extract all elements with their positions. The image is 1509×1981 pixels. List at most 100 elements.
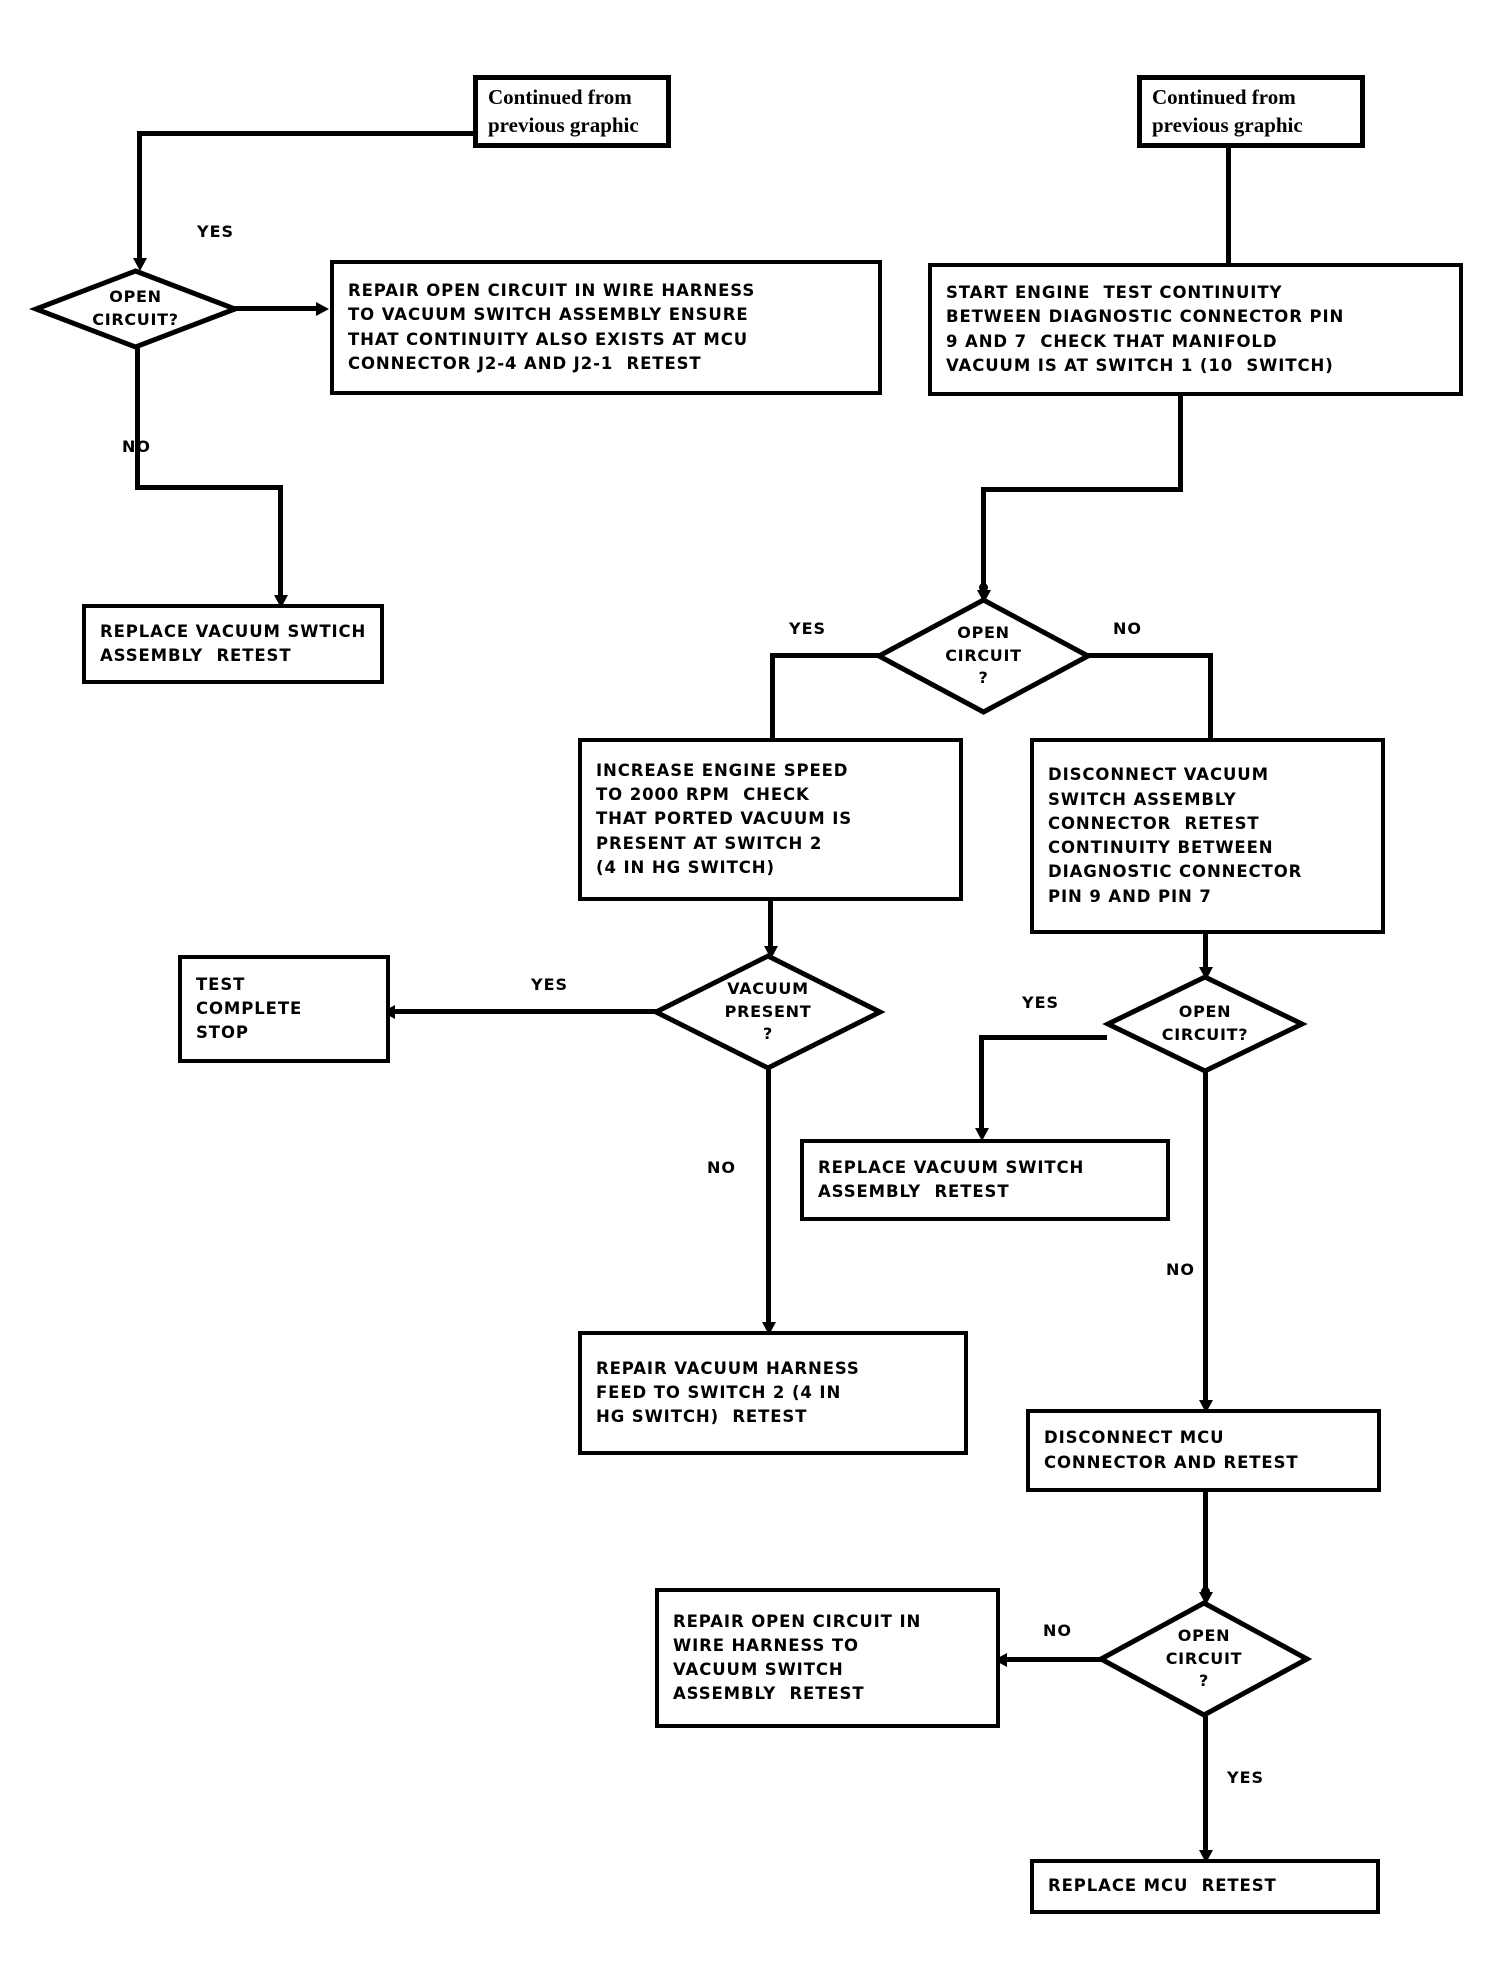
repair-open-vsa-line-3: VACUUM SWITCH xyxy=(673,1660,844,1679)
continued-right-line-2: previous graphic xyxy=(1152,112,1303,137)
disconnect-vsa-line-2: SWITCH ASSEMBLY xyxy=(1048,789,1237,809)
disconnect-vsa-line-4: CONTINUITY BETWEEN xyxy=(1048,838,1274,857)
replace-vsa-2-line-2: ASSEMBLY RETEST xyxy=(818,1182,1010,1201)
edge-start-v2 xyxy=(981,487,986,602)
repair-open-vsa-line-1: REPAIR OPEN CIRCUIT IN xyxy=(673,1611,922,1631)
label-yes-1: YES xyxy=(197,222,235,241)
disconnect-mcu-line-2: CONNECTOR AND RETEST xyxy=(1044,1452,1299,1472)
edge-d3-yes-arrow xyxy=(974,1128,989,1141)
edge-rpm-v xyxy=(768,901,773,953)
label-yes-4: YES xyxy=(1022,993,1060,1012)
label-yes-3: YES xyxy=(531,975,569,994)
continued-left-line-2: previous graphic xyxy=(488,112,639,137)
repair-open-vsa-line-2: WIRE HARNESS TO xyxy=(673,1635,859,1655)
edge-d2-yes-h xyxy=(770,653,882,658)
edge-contleft-arrow xyxy=(132,258,147,271)
process-disconnect-vsa: DISCONNECT VACUUM SWITCH ASSEMBLY CONNEC… xyxy=(1030,738,1385,934)
replace-vsa-1-line-2: ASSEMBLY RETEST xyxy=(100,646,292,665)
test-complete-line-2: COMPLETE xyxy=(196,998,303,1018)
edge-contright-v xyxy=(1226,148,1231,266)
label-no-2: NO xyxy=(1113,619,1142,638)
increase-rpm-line-4: PRESENT AT SWITCH 2 xyxy=(596,833,823,853)
repair-harness-line-4: CONNECTOR J2-4 AND J2-1 RETEST xyxy=(348,353,702,373)
test-complete-line-1: TEST xyxy=(196,974,246,994)
edge-d3-no-v xyxy=(1203,1072,1208,1406)
process-increase-rpm: INCREASE ENGINE SPEED TO 2000 RPM CHECK … xyxy=(578,738,963,901)
disconnect-vsa-line-6: PIN 9 AND PIN 7 xyxy=(1048,886,1212,906)
process-repair-open-vsa: REPAIR OPEN CIRCUIT IN WIRE HARNESS TO V… xyxy=(655,1588,1000,1728)
disconnect-vsa-line-3: CONNECTOR RETEST xyxy=(1048,813,1260,833)
label-no-4: NO xyxy=(1166,1260,1195,1279)
edge-contleft-v xyxy=(137,131,142,261)
disconnect-mcu-line-1: DISCONNECT MCU xyxy=(1044,1428,1225,1448)
edge-start-v1 xyxy=(1178,396,1183,492)
label-yes-2: YES xyxy=(789,619,827,638)
edge-contleft-h xyxy=(137,131,477,136)
start-engine-line-3: 9 AND 7 CHECK THAT MANIFOLD xyxy=(946,331,1278,351)
process-start-engine: START ENGINE TEST CONTINUITY BETWEEN DIA… xyxy=(928,263,1463,396)
process-replace-vsa-1: REPLACE VACUUM SWTICH ASSEMBLY RETEST xyxy=(82,604,384,684)
process-repair-harness: REPAIR OPEN CIRCUIT IN WIRE HARNESS TO V… xyxy=(330,260,882,395)
repair-vac-line-1: REPAIR VACUUM HARNESS xyxy=(596,1358,860,1378)
edge-d1-yes-arrow xyxy=(316,301,329,316)
process-disconnect-mcu: DISCONNECT MCU CONNECTOR AND RETEST xyxy=(1026,1409,1381,1492)
disconnect-vsa-line-5: DIAGNOSTIC CONNECTOR xyxy=(1048,862,1303,882)
junction-dot-d4 xyxy=(1201,1587,1210,1596)
edge-d2-no-h xyxy=(1086,653,1213,658)
increase-rpm-line-2: TO 2000 RPM CHECK xyxy=(596,785,810,805)
edge-vp-no-v xyxy=(766,1068,771,1329)
increase-rpm-line-3: THAT PORTED VACUUM IS xyxy=(596,809,853,829)
start-engine-line-1: START ENGINE TEST CONTINUITY xyxy=(946,283,1283,302)
edge-d1-no-v1 xyxy=(135,348,140,490)
replace-mcu-line-1: REPLACE MCU RETEST xyxy=(1048,1876,1277,1896)
edge-d3-yes-h xyxy=(979,1035,1107,1040)
edge-d1-yes-h xyxy=(233,306,318,311)
process-replace-mcu: REPLACE MCU RETEST xyxy=(1030,1859,1380,1914)
edge-d1-no-v2 xyxy=(278,485,283,602)
process-replace-vsa-2: REPLACE VACUUM SWITCH ASSEMBLY RETEST xyxy=(800,1139,1170,1221)
edge-d4-yes-v xyxy=(1203,1716,1208,1856)
continued-from-box-left: Continued from previous graphic xyxy=(473,75,671,148)
edge-d3-yes-v xyxy=(979,1035,984,1135)
continued-from-box-right: Continued from previous graphic xyxy=(1137,75,1365,148)
continued-right-line-1: Continued from xyxy=(1152,84,1296,109)
label-yes-5: YES xyxy=(1227,1768,1265,1787)
start-engine-line-2: BETWEEN DIAGNOSTIC CONNECTOR PIN xyxy=(946,307,1345,327)
continued-left-line-1: Continued from xyxy=(488,84,632,109)
repair-vac-line-3: HG SWITCH) RETEST xyxy=(596,1407,808,1427)
repair-harness-line-3: THAT CONTINUITY ALSO EXISTS AT MCU xyxy=(348,329,749,349)
repair-vac-line-2: FEED TO SWITCH 2 (4 IN xyxy=(596,1382,842,1402)
start-engine-line-4: VACUUM IS AT SWITCH 1 (10 SWITCH) xyxy=(946,355,1334,375)
edge-d2-yes-v xyxy=(770,653,775,748)
increase-rpm-line-5: (4 IN HG SWITCH) xyxy=(596,857,775,877)
edge-start-h xyxy=(981,487,1183,492)
test-complete-line-3: STOP xyxy=(196,1023,249,1043)
disconnect-vsa-line-1: DISCONNECT VACUUM xyxy=(1048,765,1269,785)
junction-dot-d2 xyxy=(979,583,988,592)
repair-harness-line-2: TO VACUUM SWITCH ASSEMBLY ENSURE xyxy=(348,305,749,325)
repair-open-vsa-line-4: ASSEMBLY RETEST xyxy=(673,1684,865,1704)
replace-vsa-1-line-1: REPLACE VACUUM SWTICH xyxy=(100,621,367,641)
edge-d1-no-h xyxy=(135,485,283,490)
replace-vsa-2-line-1: REPLACE VACUUM SWITCH xyxy=(818,1157,1085,1177)
label-no-5: NO xyxy=(1043,1621,1072,1640)
edge-d4-no-h xyxy=(1004,1657,1104,1662)
edge-dvsa-v xyxy=(1203,934,1208,974)
increase-rpm-line-1: INCREASE ENGINE SPEED xyxy=(596,760,849,780)
edge-dmcu-v xyxy=(1203,1492,1208,1596)
label-no-3: NO xyxy=(707,1158,736,1177)
repair-harness-line-1: REPAIR OPEN CIRCUIT IN WIRE HARNESS xyxy=(348,281,756,300)
process-test-complete: TEST COMPLETE STOP xyxy=(178,955,390,1063)
edge-vp-yes-h xyxy=(392,1009,660,1014)
